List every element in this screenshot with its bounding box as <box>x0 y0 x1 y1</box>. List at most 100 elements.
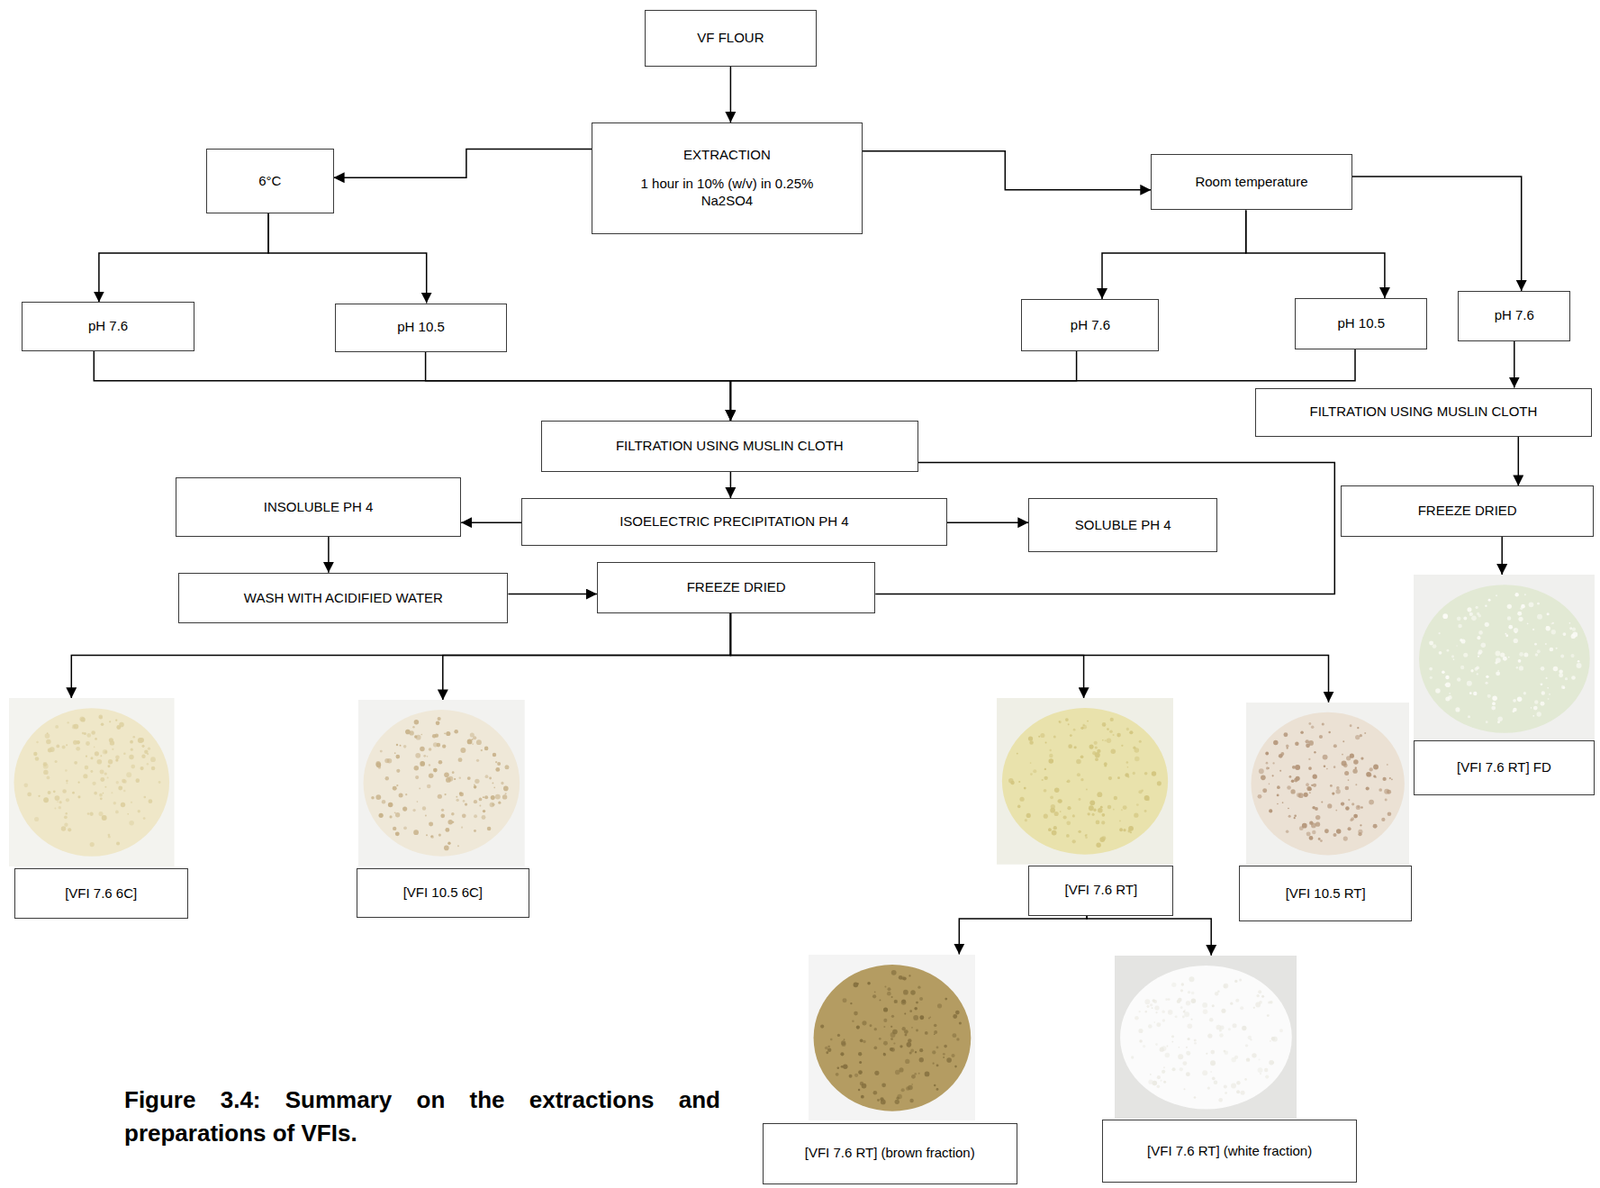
powder-grain <box>1152 771 1155 774</box>
powder-grain <box>1149 1073 1152 1076</box>
powder-grain <box>1063 815 1067 820</box>
powder-grain <box>834 1072 839 1076</box>
powder-grain <box>889 1031 895 1038</box>
sample-node: [VFI 10.5 6C] <box>356 699 531 917</box>
powder-grain <box>1178 1066 1183 1071</box>
powder-grain <box>1343 762 1348 768</box>
powder-grain <box>443 845 450 851</box>
powder-grain <box>451 771 455 775</box>
powder-grain <box>43 763 49 769</box>
powder-grain <box>932 1032 935 1035</box>
powder-grain <box>950 1053 955 1058</box>
box-text: Room temperature <box>1194 173 1308 191</box>
powder-grain <box>76 740 81 744</box>
powder-grain <box>396 768 400 773</box>
powder-grain <box>130 748 134 751</box>
powder-grain <box>1186 1022 1193 1029</box>
powder-grain <box>461 813 467 819</box>
powder-grain <box>919 996 923 1001</box>
powder-grain <box>882 1051 885 1054</box>
powder-grain <box>1504 632 1507 635</box>
powder-grain <box>1495 670 1501 676</box>
powder-grain <box>1483 622 1489 627</box>
powder-grain <box>840 1051 844 1056</box>
powder-grain <box>436 716 441 721</box>
powder-grain <box>1053 825 1058 830</box>
powder-grain <box>133 735 136 739</box>
powder-grain <box>935 1045 939 1049</box>
powder-grain <box>1308 835 1313 841</box>
powder-grain <box>1133 746 1137 750</box>
powder-grain <box>1491 705 1496 711</box>
powder-grain <box>1072 839 1076 843</box>
powder-grain <box>1446 649 1449 652</box>
powder-grain <box>1468 612 1473 616</box>
powder-grain <box>1106 738 1112 743</box>
powder-grain <box>1487 598 1491 602</box>
powder-grain <box>1320 722 1324 725</box>
powder-grain <box>1494 650 1501 657</box>
powder-grain <box>902 975 904 977</box>
powder-grain <box>1165 997 1168 1001</box>
figure-caption: Figure 3.4: Summary on the extractions a… <box>124 1083 721 1150</box>
powder-grain <box>1364 732 1366 734</box>
powder-grain <box>419 746 425 752</box>
powder-grain <box>476 740 482 746</box>
powder-grain <box>115 719 118 722</box>
powder-grain <box>490 795 496 801</box>
powder-grain <box>1536 602 1540 606</box>
powder-grain <box>1244 1043 1248 1047</box>
powder-grain <box>46 776 51 780</box>
powder-grain <box>1224 1091 1228 1094</box>
sample-label-box: [VFI 7.6 RT] FD <box>1413 740 1596 796</box>
powder-grain <box>1239 1089 1245 1094</box>
powder-grain <box>1049 795 1054 800</box>
powder-grain <box>893 998 897 1003</box>
powder-grain <box>878 998 881 1001</box>
powder-grain <box>1138 1039 1142 1042</box>
powder-grain <box>76 746 82 751</box>
powder-grain <box>1558 672 1564 678</box>
powder-grain <box>1485 675 1489 678</box>
process-box: FREEZE DRIED <box>1340 485 1594 537</box>
powder-grain <box>129 820 136 826</box>
powder-grain <box>54 759 58 763</box>
powder-grain <box>1211 1075 1215 1080</box>
powder-grain <box>1210 1059 1216 1066</box>
powder-grain <box>405 729 411 735</box>
powder-grain <box>1273 740 1278 745</box>
powder-grain <box>1523 652 1528 658</box>
powder-grain <box>488 777 492 780</box>
powder-grain <box>842 1063 849 1069</box>
powder-grain <box>1066 779 1071 784</box>
powder-grain <box>471 743 474 746</box>
powder-grain <box>1066 821 1072 826</box>
powder-grain <box>853 1072 858 1076</box>
powder-grain <box>457 845 460 848</box>
sample-photo <box>1114 955 1298 1119</box>
powder-grain <box>1350 816 1355 821</box>
powder-grain <box>1332 832 1337 837</box>
powder-grain <box>375 762 381 769</box>
powder-grain <box>504 765 509 770</box>
powder-grain <box>395 754 400 760</box>
powder-grain <box>1157 780 1162 786</box>
powder-grain <box>1536 649 1540 653</box>
powder-grain <box>1258 768 1265 774</box>
powder-grain <box>1383 797 1387 801</box>
powder-grain <box>1193 1095 1196 1099</box>
powder-grain <box>955 1009 960 1014</box>
box-text: [VFI 10.5 6C] <box>403 884 483 902</box>
powder-grain <box>1218 1097 1223 1103</box>
powder-grain <box>1129 730 1134 734</box>
powder-grain <box>1286 785 1292 790</box>
powder-grain <box>1333 743 1338 748</box>
powder-grain <box>1268 1059 1275 1066</box>
powder-grain <box>884 985 886 987</box>
powder-grain <box>1144 771 1149 776</box>
powder-grain <box>1120 809 1123 812</box>
powder-grain <box>493 786 496 789</box>
sample-node: [VFI 7.6 RT] (brown fraction) <box>762 954 1018 1185</box>
powder-grain <box>397 793 403 798</box>
powder-grain <box>1040 732 1046 738</box>
